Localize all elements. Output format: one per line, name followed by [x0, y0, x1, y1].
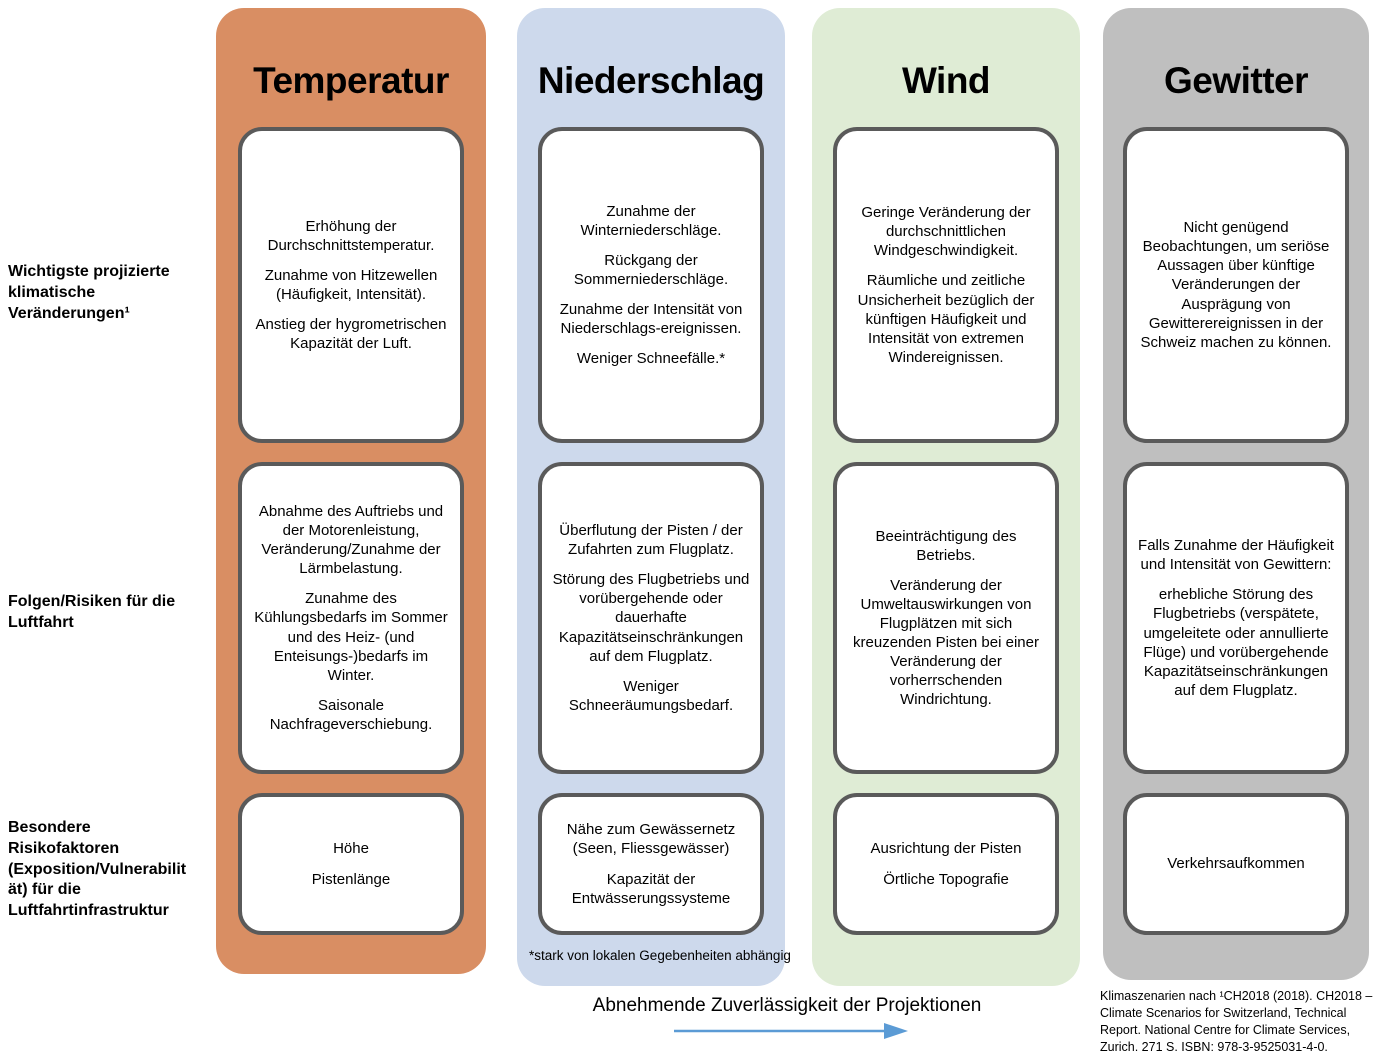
gewitter-consequences-box: Falls Zunahme der Häufigkeit und Intensi… [1123, 462, 1349, 774]
niederschlag-consequences-box: Überflutung der Pisten / der Zufahrten z… [538, 462, 764, 774]
text-item: Örtliche Topografie [883, 870, 1009, 888]
citation-footnote: Klimaszenarien nach ¹CH2018 (2018). CH20… [1100, 989, 1373, 1051]
text-item: Weniger Schneeräumungsbedarf. [568, 677, 734, 714]
text-item: Veränderung der Umweltauswirkungen von F… [853, 576, 1039, 709]
gewitter-risk-factors-box: Verkehrsaufkommen [1123, 793, 1349, 935]
text-item: Pistenlänge [311, 870, 391, 888]
local-conditions-footnote: *stark von lokalen Gegebenheiten abhängi… [529, 948, 791, 963]
text-item: Nähe zum Gewässernetz (Seen, Fliessgewäs… [566, 821, 736, 858]
text-item: Räumliche und zeitliche Unsicherheit bez… [857, 272, 1035, 366]
row-label-consequences-risks: Folgen/Risiken für die Luftfahrt [8, 593, 176, 631]
wind-consequences-box: Beeinträchtigung des Betriebs. Veränderu… [833, 462, 1059, 774]
column-wind: Wind Geringe Veränderung der durchschnit… [812, 8, 1080, 986]
text-item: Beeinträchtigung des Betriebs. [875, 527, 1017, 564]
text-item: Verkehrsaufkommen [1167, 855, 1305, 873]
text-item: Falls Zunahme der Häufigkeit und Intensi… [1138, 537, 1334, 574]
text-item: Abnahme des Auftriebs und der Motorenlei… [258, 503, 444, 578]
row-label-special-risk-factors: Besondere Risikofaktoren (Exposition/Vul… [8, 819, 187, 920]
text-item: erhebliche Störung des Flugbetriebs (ver… [1143, 586, 1329, 699]
text-item: Zunahme des Kühlungsbedarfs im Sommer un… [254, 590, 448, 684]
text-item: Saisonale Nachfrageverschiebung. [269, 696, 433, 733]
text-item: Höhe [333, 840, 369, 858]
text-item: Zunahme von Hitzewellen (Häufigkeit, Int… [264, 266, 438, 303]
column-niederschlag: Niederschlag Zunahme der Winterniedersch… [517, 8, 785, 986]
text-item: Anstieg der hygrometrischen Kapazität de… [255, 316, 447, 353]
wind-risk-factors-box: Ausrichtung der Pisten Örtliche Topograf… [833, 793, 1059, 935]
text-item: Weniger Schneefälle.* [576, 350, 726, 368]
temperatur-consequences-box: Abnahme des Auftriebs und der Motorenlei… [238, 462, 464, 774]
temperatur-risk-factors-box: Höhe Pistenlänge [238, 793, 464, 935]
text-item: Erhöhung der Durchschnittstemperatur. [267, 217, 435, 254]
text-item: Überflutung der Pisten / der Zufahrten z… [559, 522, 743, 559]
column-gewitter: Gewitter Nicht genügend Beobachtungen, u… [1103, 8, 1369, 980]
gewitter-projected-changes-box: Nicht genügend Beobachtungen, um seriöse… [1123, 127, 1349, 443]
text-item: Zunahme der Winterniederschläge. [580, 202, 722, 239]
column-title-niederschlag: Niederschlag [537, 60, 765, 101]
temperatur-projected-changes-box: Erhöhung der Durchschnittstemperatur. Zu… [238, 127, 464, 443]
text-item: Zunahme der Intensität von Niederschlags… [559, 301, 743, 338]
column-title-wind: Wind [901, 60, 991, 101]
column-title-gewitter: Gewitter [1163, 60, 1309, 101]
row-label-projected-climate-changes: Wichtigste projizierte klimatische Verän… [8, 263, 170, 322]
column-temperatur: Temperatur Erhöhung der Durchschnittstem… [216, 8, 486, 974]
niederschlag-risk-factors-box: Nähe zum Gewässernetz (Seen, Fliessgewäs… [538, 793, 764, 935]
text-item: Nicht genügend Beobachtungen, um seriöse… [1140, 219, 1332, 351]
column-title-temperatur: Temperatur [253, 60, 449, 101]
text-item: Rückgang der Sommerniederschläge. [573, 251, 729, 288]
text-item: Kapazität der Entwässerungssysteme [571, 870, 731, 907]
text-item: Ausrichtung der Pisten [870, 840, 1022, 858]
wind-projected-changes-box: Geringe Veränderung der durchschnittlich… [833, 127, 1059, 443]
text-item: Störung des Flugbetriebs und vorübergehe… [552, 571, 750, 665]
right-arrow-icon [674, 1023, 908, 1039]
decreasing-reliability-label: Abnehmende Zuverlässigkeit der Projektio… [592, 995, 982, 1016]
text-item: Geringe Veränderung der durchschnittlich… [861, 204, 1031, 260]
niederschlag-projected-changes-box: Zunahme der Winterniederschläge. Rückgan… [538, 127, 764, 443]
